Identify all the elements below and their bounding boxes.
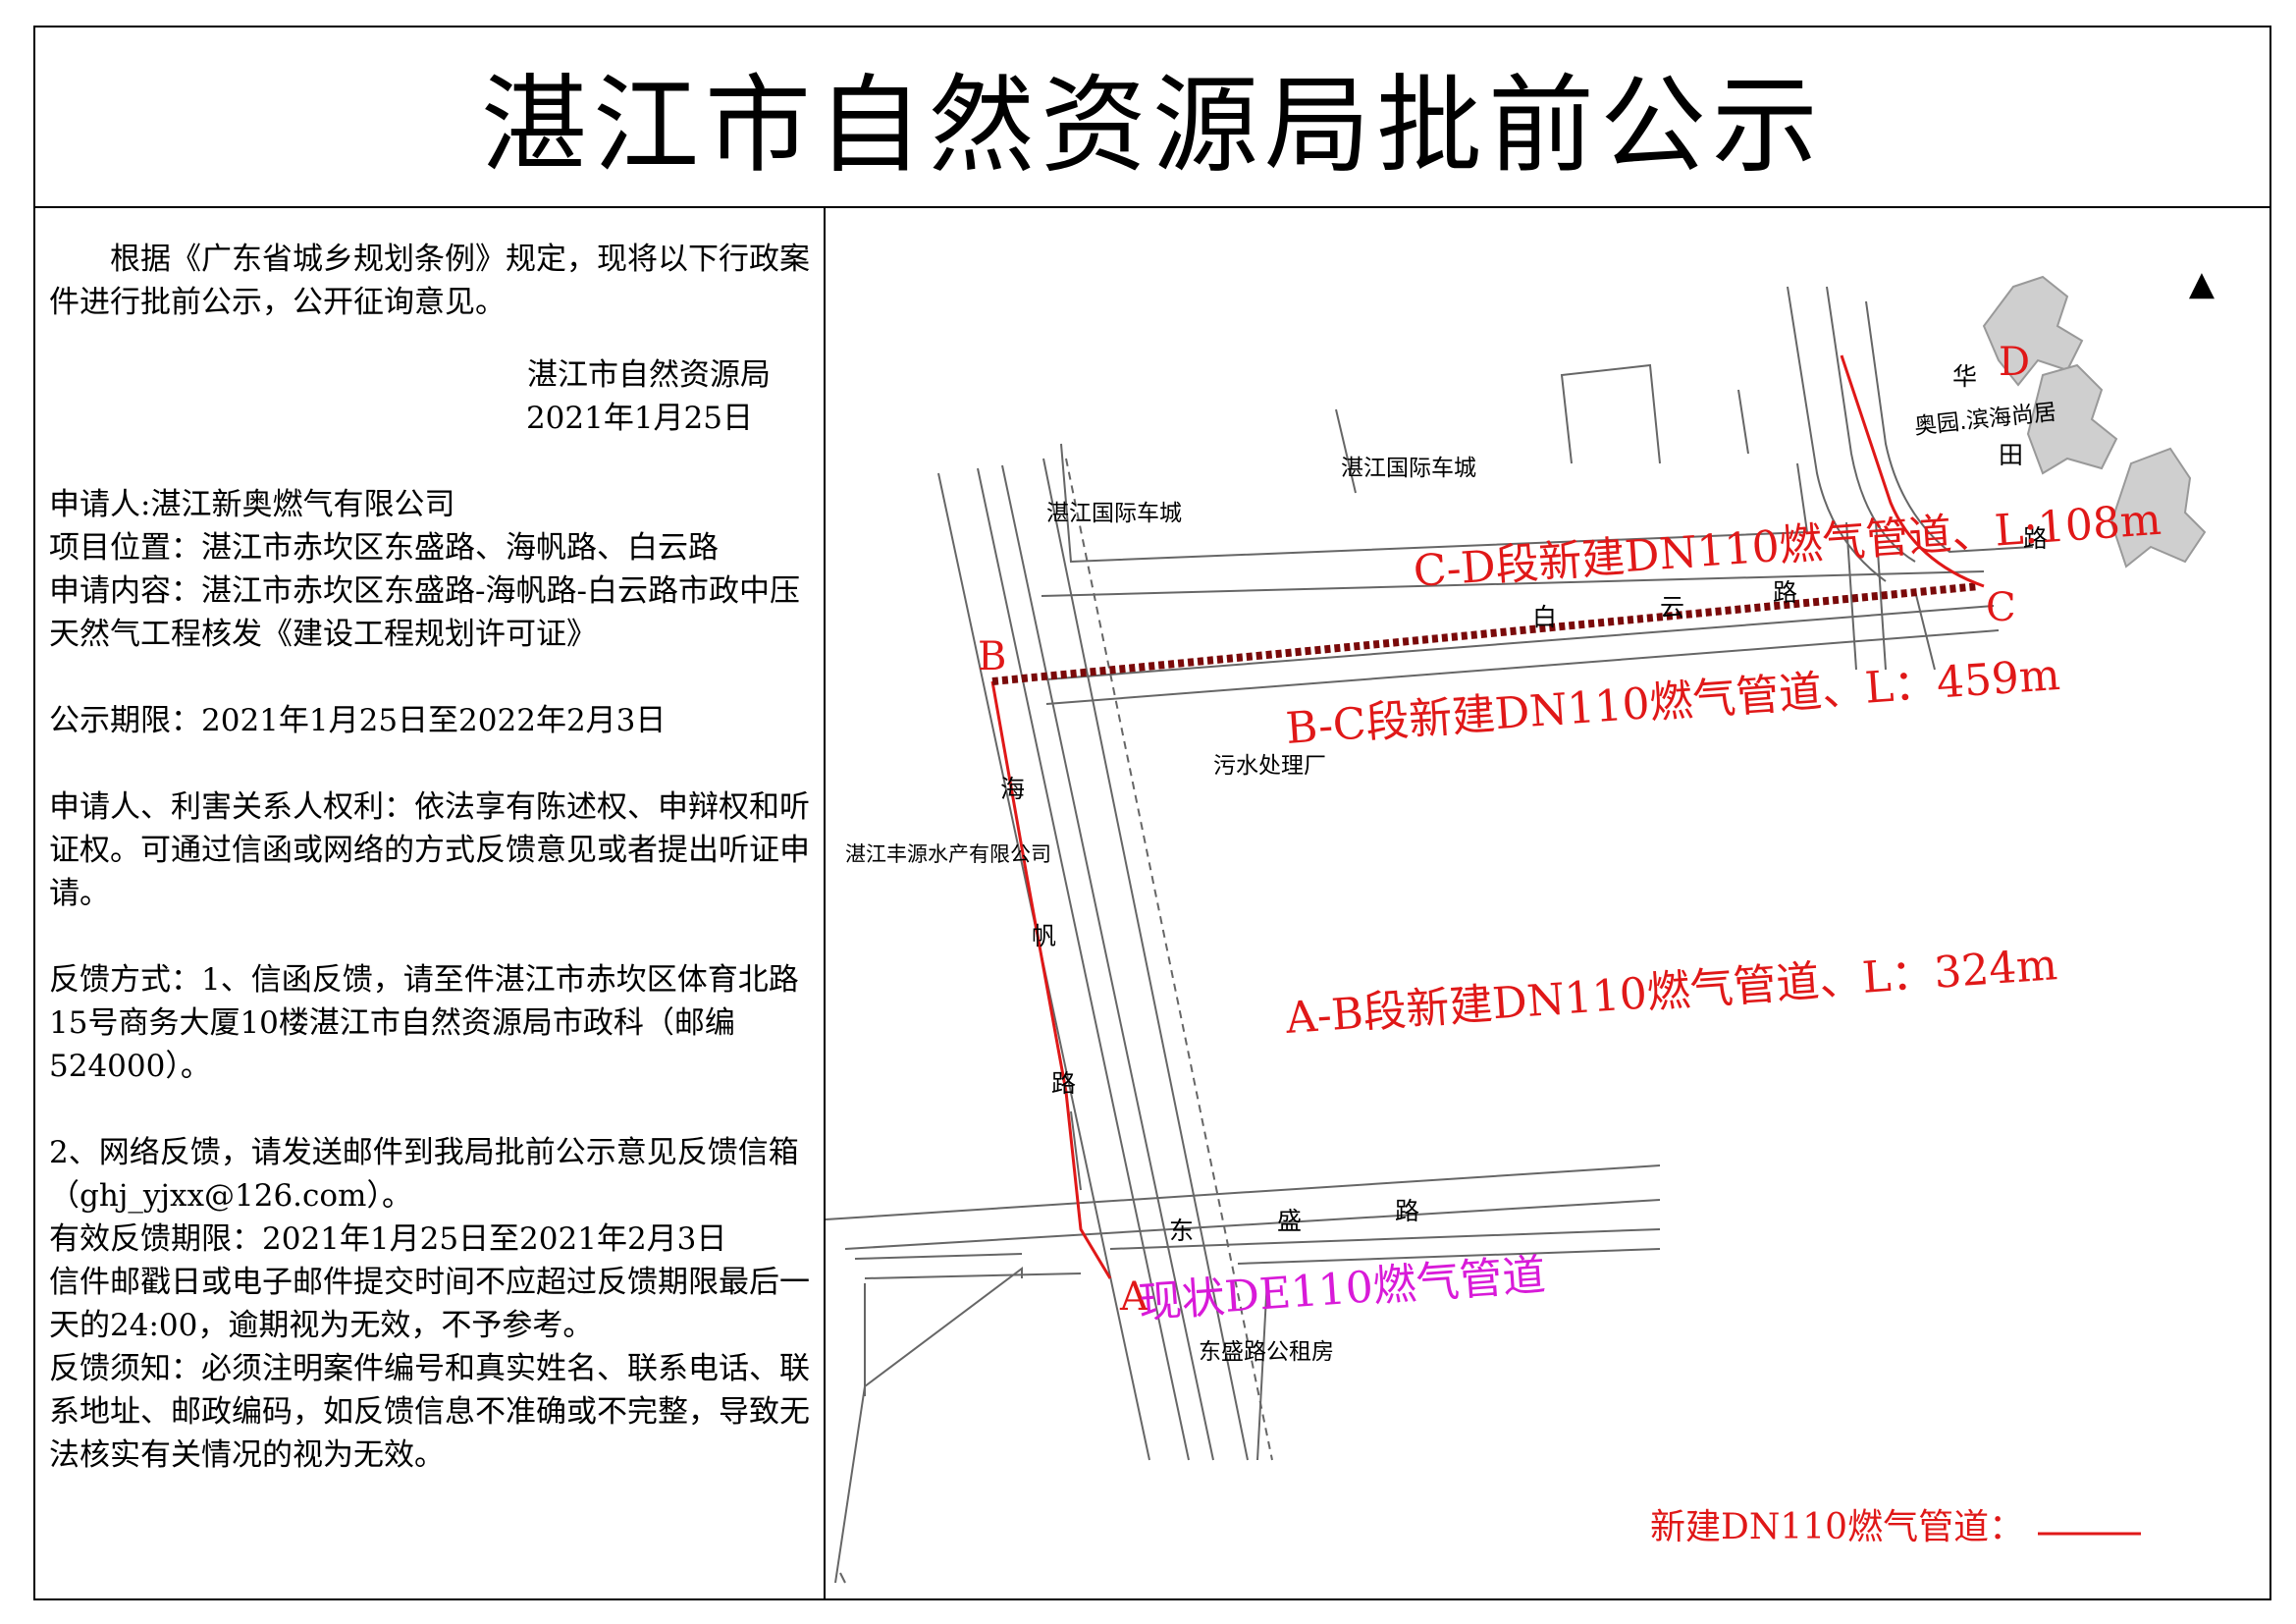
site-map-panel: ▲ 湛江国际车城 湛江国际车城 奥园.滨海尚居 污水处理厂 湛江丰源水产有限公司… [826, 208, 2269, 1598]
road-huatian-2: 田 [1999, 441, 2023, 469]
issuer-name: 湛江市自然资源局 [527, 357, 771, 393]
rights-paragraph: 申请人、利害关系人权利：依法享有陈述权、申辩权和听证权。可通过信函或网络的方式反… [49, 789, 810, 911]
project-location: 项目位置：湛江市赤坎区东盛路、海帆路、白云路 [49, 530, 719, 566]
feedback-requirements: 反馈须知：必须注明案件编号和真实姓名、联系电话、联系地址、邮政编码，如反馈信息不… [49, 1351, 810, 1473]
pipe-bc [991, 582, 1980, 685]
road-lines [826, 286, 2034, 1584]
site-map: ▲ 湛江国际车城 湛江国际车城 奥园.滨海尚居 污水处理厂 湛江丰源水产有限公司… [826, 264, 2216, 1584]
road-dongsheng-1: 东 [1169, 1217, 1194, 1245]
feedback-letter: 反馈方式：1、信函反馈，请至件湛江市赤坎区体育北路15号商务大厦10楼湛江市自然… [49, 962, 799, 1084]
point-b: B [978, 634, 1006, 679]
place-public-housing: 东盛路公租房 [1199, 1339, 1334, 1365]
place-car-city-left: 湛江国际车城 [1046, 501, 1182, 526]
road-dongsheng-3: 路 [1395, 1197, 1419, 1225]
road-dongsheng-2: 盛 [1277, 1207, 1302, 1235]
segment-ab-label: A-B段新建DN110燃气管道、L：324m [1283, 940, 2058, 1044]
place-car-city-right: 湛江国际车城 [1341, 456, 1476, 481]
place-sewage-plant: 污水处理厂 [1213, 753, 1326, 779]
notice-frame: 湛江市自然资源局批前公示 根据《广东省城乡规划条例》规定，现将以下行政案件进行批… [33, 26, 2271, 1600]
road-haifan-3: 路 [1051, 1069, 1076, 1098]
pipe-ab [990, 680, 1112, 1279]
road-haifan-2: 帆 [1032, 922, 1056, 950]
place-fengyuan: 湛江丰源水产有限公司 [845, 842, 1051, 866]
road-haifan-1: 海 [1000, 775, 1025, 803]
point-c: C [1986, 585, 2016, 630]
feedback-email: 2、网络反馈，请发送邮件到我局批前公示意见反馈信箱（ghj_yjxx@126.c… [49, 1135, 799, 1214]
existing-pipe-label: 现状DE110燃气管道 [1137, 1250, 1547, 1328]
legend-label: 新建DN110燃气管道： [1650, 1507, 2024, 1547]
road-baiyun-1: 白 [1532, 603, 1557, 631]
point-d: D [1999, 340, 2030, 385]
point-a: A [1119, 1274, 1149, 1320]
pipe-cd [1840, 354, 1985, 588]
feedback-deadline: 有效反馈期限：2021年1月25日至2021年2月3日 [49, 1221, 727, 1257]
issue-date: 2021年1月25日 [525, 401, 753, 436]
pipelines [990, 354, 1985, 1279]
road-huatian-1: 华 [1952, 362, 1977, 391]
north-arrow-icon: ▲ [2189, 264, 2216, 303]
segment-bc-label: B-C段新建DN110燃气管道、L：459m [1284, 650, 2061, 754]
postmark-rule: 信件邮戳日或电子邮件提交时间不应超过反馈期限最后一天的24:00，逾期视为无效，… [49, 1265, 810, 1343]
road-baiyun-2: 云 [1660, 593, 1684, 622]
notice-text-panel: 根据《广东省城乡规划条例》规定，现将以下行政案件进行批前公示，公开征询意见。 湛… [35, 208, 826, 1598]
applicant: 申请人:湛江新奥燃气有限公司 [49, 487, 455, 522]
intro-paragraph: 根据《广东省城乡规划条例》规定，现将以下行政案件进行批前公示，公开征询意见。 [49, 242, 810, 320]
road-huatian-3: 路 [2023, 524, 2048, 553]
notice-period: 公示期限：2021年1月25日至2022年2月3日 [49, 703, 667, 738]
application-content: 申请内容：湛江市赤坎区东盛路-海帆路-白云路市政中压天然气工程核发《建设工程规划… [49, 573, 800, 652]
title-bar: 湛江市自然资源局批前公示 [35, 27, 2269, 208]
road-baiyun-3: 路 [1773, 578, 1797, 607]
buildings [1982, 275, 2207, 568]
page-title: 湛江市自然资源局批前公示 [480, 65, 1824, 188]
